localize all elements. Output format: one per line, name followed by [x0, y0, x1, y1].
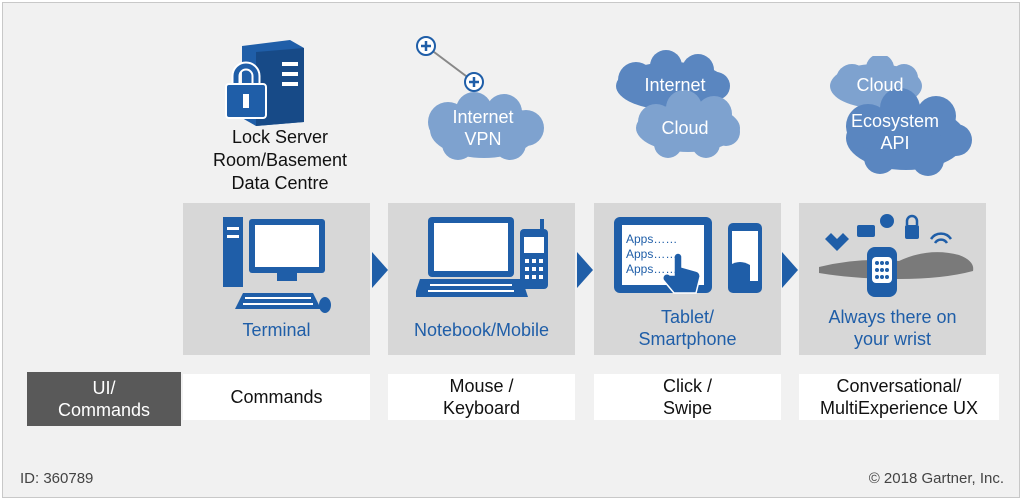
panel-terminal: Terminal	[183, 203, 370, 355]
tablet-phone-icon	[614, 217, 762, 294]
vpn-cloud-label: Internet VPN	[452, 107, 514, 149]
arrow-right-icon	[577, 252, 593, 288]
internet-cloud-icon	[616, 50, 740, 158]
network-nodes-icon	[416, 36, 484, 92]
internet-label: Internet	[644, 75, 706, 95]
panel-label-wearable: Always there on your wrist	[828, 307, 957, 349]
smartwatch-wrist-icon	[819, 214, 974, 297]
vpn-cloud-icon	[428, 92, 544, 160]
ecosystem-cloud-icon	[830, 56, 972, 176]
laptop-phone-icon	[416, 217, 548, 297]
arrow-right-icon	[782, 252, 798, 288]
copyright: © 2018 Gartner, Inc.	[868, 470, 1004, 487]
ecosystem-api-label: Ecosystem API	[850, 111, 940, 153]
command-box-2: Mouse / Keyboard	[388, 374, 575, 420]
command-box-1: Commands	[183, 374, 370, 420]
panel-wearable: Always there on your wrist	[799, 203, 986, 355]
arrow-right-icon	[372, 252, 388, 288]
panel-label-terminal: Terminal	[242, 320, 311, 340]
command-box-4: Conversational/ MultiExperience UX	[799, 374, 999, 420]
panel-label-notebook: Notebook/Mobile	[413, 320, 550, 340]
tablet-screen-text: Apps…… Apps…… Apps……	[626, 232, 678, 276]
panel-notebook-mobile: Notebook/Mobile	[388, 203, 575, 355]
server-caption: Lock Server Room/Basement Data Centre	[212, 127, 348, 193]
panel-tablet-smartphone: Apps…… Apps…… Apps…… Tablet/ Smartphone	[594, 203, 781, 355]
cloud-label: Cloud	[661, 118, 709, 138]
panel-label-tablet: Tablet/ Smartphone	[638, 307, 737, 349]
locked-server-icon	[225, 40, 304, 126]
desktop-computer-icon	[223, 217, 331, 313]
cloud-label-2: Cloud	[856, 75, 904, 95]
row-label-ui-commands: UI/ Commands	[27, 372, 181, 426]
command-box-3: Click / Swipe	[594, 374, 781, 420]
figure-id: ID: 360789	[20, 470, 94, 487]
